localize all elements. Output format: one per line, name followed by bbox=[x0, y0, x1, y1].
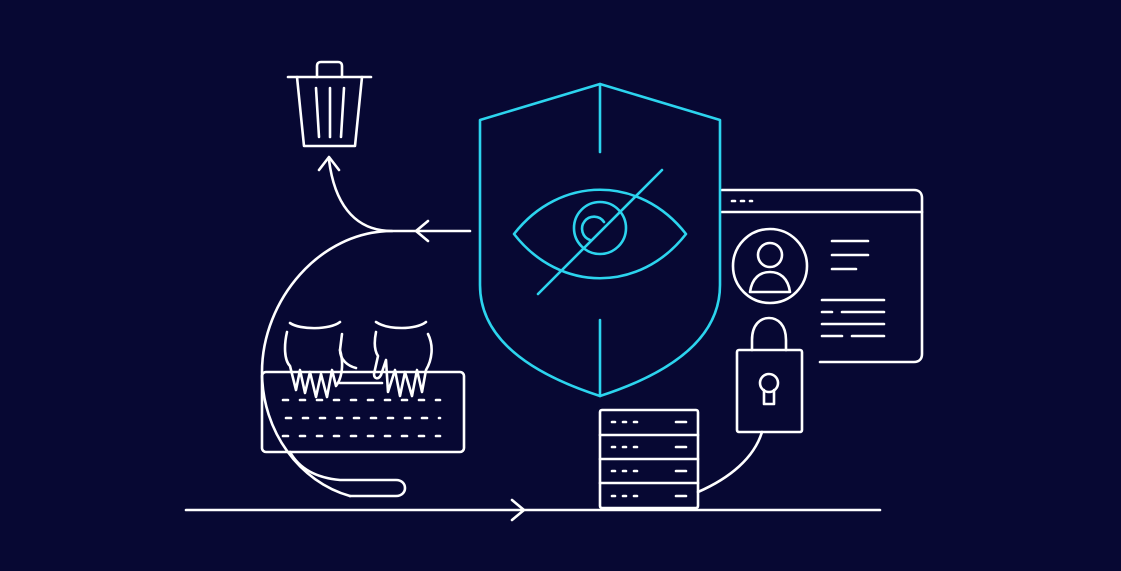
server-rack-icon bbox=[598, 408, 700, 510]
shield-icon bbox=[478, 82, 722, 398]
keyboard-icon bbox=[260, 370, 466, 498]
arrow-up-icon bbox=[317, 155, 341, 172]
left-hand-icon bbox=[283, 320, 358, 399]
server-padlock-connector bbox=[696, 430, 764, 494]
browser-window-icon bbox=[720, 188, 924, 364]
eye-slash-icon bbox=[512, 168, 688, 296]
baseline-arrow-icon bbox=[184, 498, 882, 522]
flow-loop-line bbox=[260, 158, 472, 498]
trash-can-icon bbox=[286, 60, 373, 148]
arrow-left-icon bbox=[414, 219, 430, 243]
right-hand-icon bbox=[372, 320, 433, 398]
padlock-icon bbox=[735, 316, 804, 434]
user-avatar-icon bbox=[731, 227, 809, 305]
